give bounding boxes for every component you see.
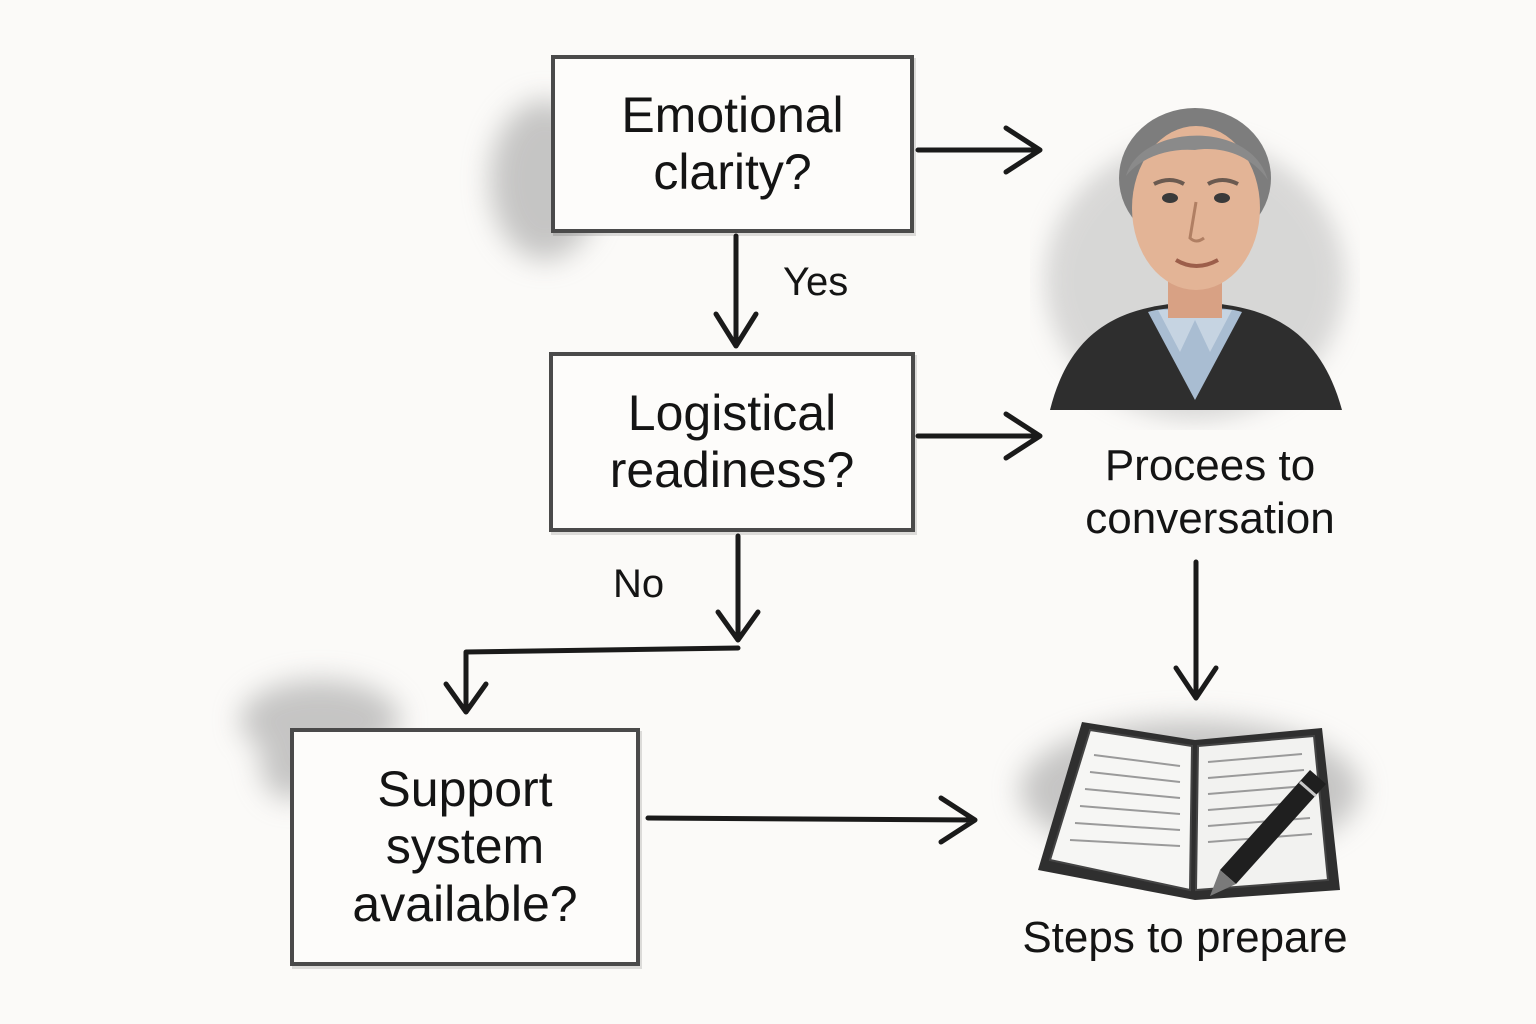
outcome-steps-text: Steps to prepare xyxy=(1022,913,1348,962)
decision-emotional-clarity-text: Emotional clarity? xyxy=(621,86,844,201)
portrait-nose xyxy=(1188,201,1205,243)
arrow-emotional-to-logistical xyxy=(713,233,759,349)
outcome-proceed-text: Procees to conversation xyxy=(1085,441,1335,543)
portrait-collar xyxy=(1158,310,1232,352)
outcome-steps: Steps to prepare xyxy=(970,912,1400,965)
person-portrait-icon xyxy=(1045,108,1345,420)
notebook-pen-icon xyxy=(1038,722,1340,900)
edge-label-yes: Yes xyxy=(783,260,849,304)
decision-support-system: Support system available? xyxy=(290,728,640,966)
notebook-lines xyxy=(1069,753,1313,847)
pen-clip xyxy=(1299,780,1317,798)
portrait-eye-left xyxy=(1162,193,1178,203)
decision-logistical-readiness: Logistical readiness? xyxy=(549,352,915,532)
portrait-brows xyxy=(1153,178,1239,186)
arrow-emotional-to-proceed xyxy=(915,125,1043,175)
decision-logistical-readiness-text: Logistical readiness? xyxy=(609,384,855,499)
outcome-proceed: Procees to conversation xyxy=(1020,440,1400,546)
pen-tip xyxy=(1210,870,1236,896)
decision-emotional-clarity: Emotional clarity? xyxy=(551,55,914,233)
arrow-to-support xyxy=(443,645,741,715)
decision-support-system-text: Support system available? xyxy=(352,760,578,932)
arrow-support-to-steps xyxy=(645,795,978,845)
arrow-logistical-to-proceed xyxy=(915,411,1043,461)
edge-label-no: No xyxy=(613,562,665,606)
portrait-hair-front xyxy=(1126,135,1268,180)
pen-body xyxy=(1220,770,1326,884)
arrow-proceed-to-steps xyxy=(1173,559,1219,701)
arrow-logistical-down xyxy=(715,533,761,643)
portrait-mouth xyxy=(1174,258,1219,268)
portrait-eye-right xyxy=(1214,193,1230,203)
notebook-page-right xyxy=(1194,734,1330,892)
